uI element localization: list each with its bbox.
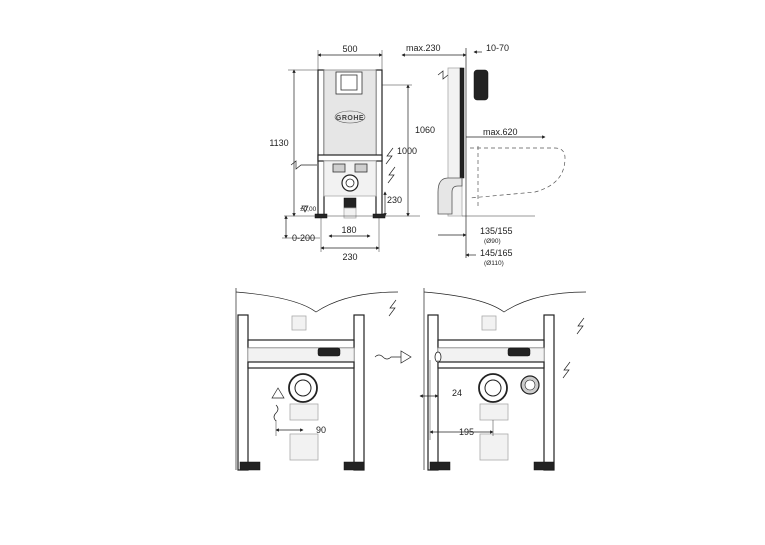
drain-pipe <box>343 197 357 209</box>
dim-floor: ±0,00 <box>300 206 317 213</box>
drain-bend <box>341 174 359 192</box>
detail-right-crossbar-top <box>437 339 545 349</box>
dim-width: 500 <box>342 44 357 54</box>
detail-left-upright-right <box>353 314 365 471</box>
flush-plate-opening <box>335 71 363 95</box>
dim-adjust: 0-200 <box>292 233 315 243</box>
detail-left-water-symbol <box>271 387 285 399</box>
dim-wall-range: 10-70 <box>486 43 509 53</box>
detail-left-control-box <box>317 347 341 357</box>
side-view: max.230 10-70 max.620 135/155 (Ø90) 145/… <box>401 43 566 267</box>
flush-plate-side <box>473 69 489 101</box>
detail-left-power-symbol <box>388 299 397 317</box>
dim-pipe: 24 <box>452 388 462 398</box>
dim-max-projection: max.620 <box>483 127 518 137</box>
frame-right-upright <box>375 69 383 217</box>
detail-left-drain-bend <box>288 373 318 403</box>
water-inlet-side <box>437 70 449 80</box>
detail-right-foot-left <box>429 461 451 471</box>
dim-drain-a-dia: (Ø90) <box>484 238 501 245</box>
detail-right-control-box <box>507 347 531 357</box>
brand-text: GROHE <box>336 115 364 122</box>
dim-top-height: 1060 <box>415 125 435 135</box>
detail-right-upright-right <box>543 314 555 471</box>
detail-right-upright-left <box>427 314 439 471</box>
frame-left-upright <box>317 69 325 217</box>
dim-distance: 195 <box>459 427 474 437</box>
detail-right-water-inlet-symbol <box>374 350 412 364</box>
frame-crossbar <box>317 154 383 162</box>
detail-left: 90 <box>235 288 399 471</box>
front-view: GROHE 500 1130 1060 1000 230 ± <box>269 44 435 262</box>
detail-right-foot-right <box>533 461 555 471</box>
detail-left-upright-left <box>237 314 249 471</box>
dim-offset: 90 <box>316 425 326 435</box>
dim-drain-b: 145/165 <box>480 248 513 258</box>
detail-left-foot-right <box>343 461 365 471</box>
detail-right-crossbar-bottom <box>437 361 545 369</box>
detail-left-foot-left <box>239 461 261 471</box>
water-inlet-symbol <box>290 160 317 170</box>
dim-foot: 230 <box>342 252 357 262</box>
dim-max-depth: max.230 <box>406 43 441 53</box>
detail-right-power-symbol-bottom <box>562 361 571 379</box>
dim-total-height: 1130 <box>269 138 288 148</box>
power-symbol-top <box>385 147 394 165</box>
dim-drain-a: 135/155 <box>480 226 513 236</box>
power-symbol-bottom <box>387 166 396 184</box>
dim-power: 1000 <box>397 146 417 156</box>
wc-outline <box>469 147 566 199</box>
dim-drain-b-dia: (Ø110) <box>484 260 504 267</box>
detail-right-drain-bend <box>478 373 508 403</box>
detail-left-crossbar-top <box>247 339 355 349</box>
detail-right-power-symbol-top <box>576 317 585 335</box>
detail-right: 24 195 <box>374 288 587 471</box>
drain-side <box>437 177 463 215</box>
dim-center: 180 <box>341 225 356 235</box>
dim-drain-height: 230 <box>387 195 402 205</box>
detail-left-crossbar-bottom <box>247 361 355 369</box>
grohe-logo <box>334 110 366 124</box>
